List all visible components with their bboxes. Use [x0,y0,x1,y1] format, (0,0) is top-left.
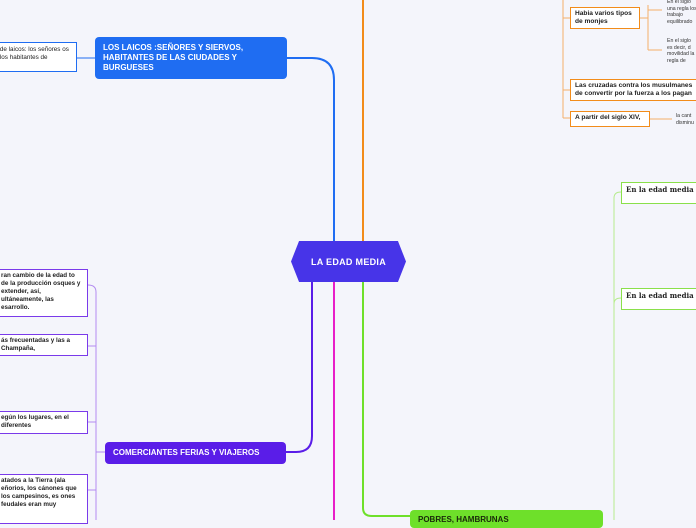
subtopic-pobres-2[interactable]: En la edad media ha muchos mendigos [621,288,696,310]
subtopic-monjes[interactable]: Habia varios tipos de monjes [570,7,640,29]
note-monjes-1: En el siglo una regla los trabajo equili… [667,0,696,25]
subtopic-laicos-1[interactable]: s de laicos: los señores os y los habita… [0,42,77,72]
subtopic-comerciantes-2[interactable]: ás frecuentadas y las a Champaña, [0,334,88,356]
subtopic-cruzadas[interactable]: Las cruzadas contra los musulmanes de co… [570,79,696,101]
subtopic-siglo-xiv[interactable]: A partir del siglo XIV, [570,111,650,127]
subtopic-comerciantes-1[interactable]: ran cambio de la edad to de la producció… [0,269,88,317]
topic-laicos[interactable]: LOS LAICOS :SEÑORES Y SIERVOS, HABITANTE… [95,37,287,79]
note-monjes-2: En el siglo es decir, d movilidad la reg… [667,38,695,64]
central-topic[interactable]: LA EDAD MEDIA [291,241,406,282]
subtopic-pobres-1[interactable]: En la edad media se morir uno de hamb [621,182,696,204]
note-siglo-xiv: la cant disminu [676,113,694,126]
topic-comerciantes[interactable]: COMERCIANTES FERIAS Y VIAJEROS [105,442,286,464]
subtopic-comerciantes-4[interactable]: atados a la Tierra (ala eñorios, los cán… [0,474,88,524]
subtopic-comerciantes-3[interactable]: egún los lugares, en el diferentes [0,411,88,434]
topic-pobres[interactable]: POBRES, HAMBRUNAS [410,510,603,528]
